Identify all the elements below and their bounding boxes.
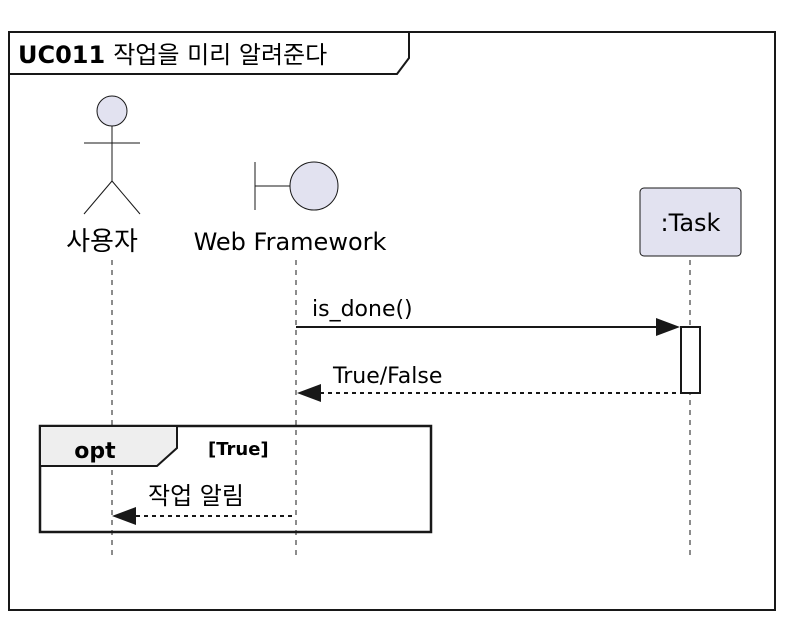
participant-user-label: 사용자 — [66, 227, 138, 257]
activation-bar-task — [680, 326, 701, 394]
participant-web-label: Web Framework — [194, 228, 387, 256]
message-reply-arrowhead — [297, 384, 321, 402]
message-notify-arrowhead — [112, 507, 136, 525]
fragment-operator: opt — [74, 439, 116, 464]
participant-task-label: :Task — [661, 209, 721, 237]
participant-task-box — [639, 187, 742, 257]
frame-title-text: 작업을 미리 알려준다 — [113, 41, 327, 69]
boundary-web-framework — [254, 161, 339, 211]
fragment-guard: [True] — [208, 439, 269, 460]
fragment-opt-tab — [39, 425, 178, 467]
frame-title-tab — [9, 31, 410, 75]
actor-user — [83, 95, 141, 215]
fragment-opt — [38, 424, 433, 534]
message-call-label: is_done() — [312, 297, 413, 322]
actor-head — [96, 95, 128, 127]
message-notify-label: 작업 알림 — [148, 482, 244, 510]
frame-title: UC011 작업을 미리 알려준다 — [18, 41, 327, 69]
frame-id: UC011 — [18, 41, 105, 69]
message-call-arrowhead — [656, 318, 680, 336]
message-reply-label: True/False — [332, 364, 442, 389]
